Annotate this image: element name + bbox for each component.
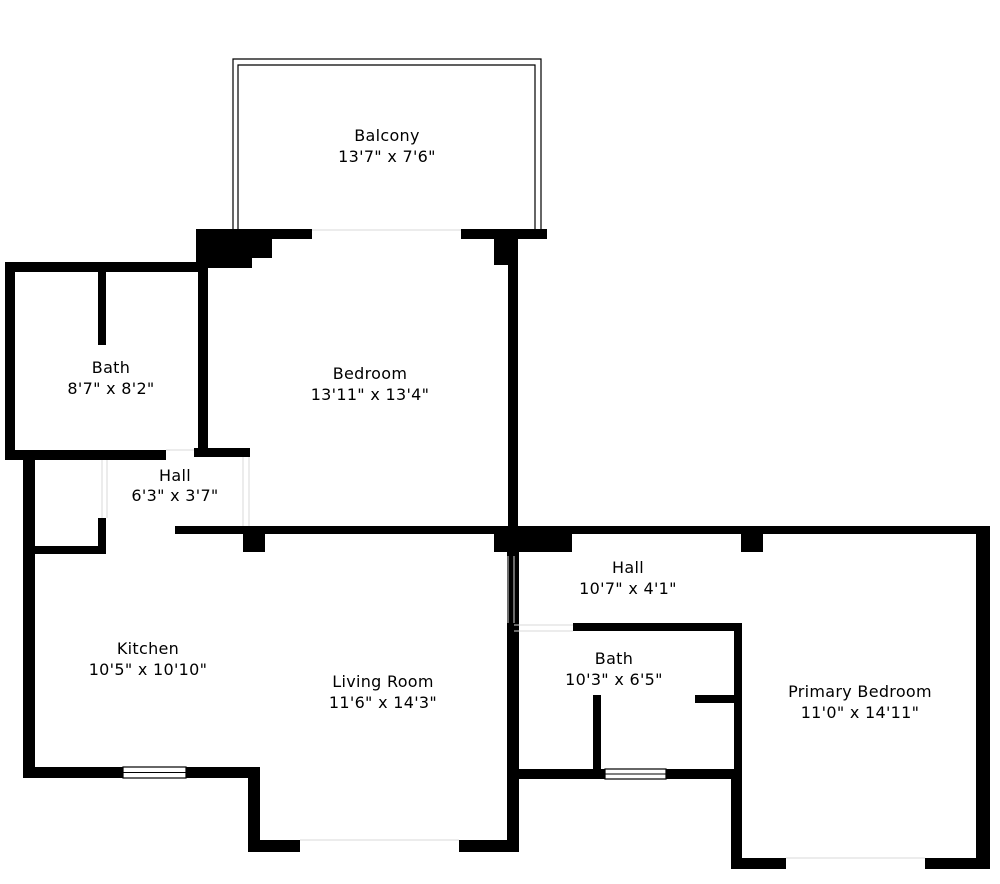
windows bbox=[122, 766, 667, 780]
room-name: Hall bbox=[159, 466, 191, 485]
room-name: Bedroom bbox=[333, 364, 407, 383]
room-label-primary-bedroom: Primary Bedroom 11'0" x 14'11" bbox=[788, 682, 932, 722]
room-label-balcony: Balcony 13'7" x 7'6" bbox=[338, 126, 436, 166]
room-name: Bath bbox=[595, 649, 633, 668]
room-label-bath: Bath 8'7" x 8'2" bbox=[67, 358, 154, 398]
balcony-railing bbox=[232, 58, 542, 230]
room-dimensions: 13'11" x 13'4" bbox=[311, 385, 430, 404]
walls bbox=[5, 229, 990, 869]
room-dimensions: 6'3" x 3'7" bbox=[131, 486, 218, 505]
room-label-kitchen: Kitchen 10'5" x 10'10" bbox=[89, 639, 208, 679]
room-name: Kitchen bbox=[117, 639, 179, 658]
room-dimensions: 11'0" x 14'11" bbox=[801, 703, 920, 722]
room-dimensions: 10'7" x 4'1" bbox=[579, 579, 677, 598]
room-dimensions: 10'5" x 10'10" bbox=[89, 660, 208, 679]
room-name: Hall bbox=[612, 558, 644, 577]
room-label-bath-2: Bath 10'3" x 6'5" bbox=[565, 649, 663, 689]
room-label-hall-2: Hall 10'7" x 4'1" bbox=[579, 558, 677, 598]
room-dimensions: 8'7" x 8'2" bbox=[67, 379, 154, 398]
door-openings bbox=[101, 229, 925, 859]
room-label-bedroom: Bedroom 13'11" x 13'4" bbox=[311, 364, 430, 404]
room-dimensions: 10'3" x 6'5" bbox=[565, 670, 663, 689]
room-name: Balcony bbox=[354, 126, 420, 145]
room-label-living-room: Living Room 11'6" x 14'3" bbox=[329, 672, 437, 712]
room-name: Living Room bbox=[332, 672, 434, 691]
room-label-hall: Hall 6'3" x 3'7" bbox=[131, 466, 218, 505]
room-dimensions: 11'6" x 14'3" bbox=[329, 693, 437, 712]
room-dimensions: 13'7" x 7'6" bbox=[338, 147, 436, 166]
room-name: Primary Bedroom bbox=[788, 682, 932, 701]
room-name: Bath bbox=[92, 358, 130, 377]
